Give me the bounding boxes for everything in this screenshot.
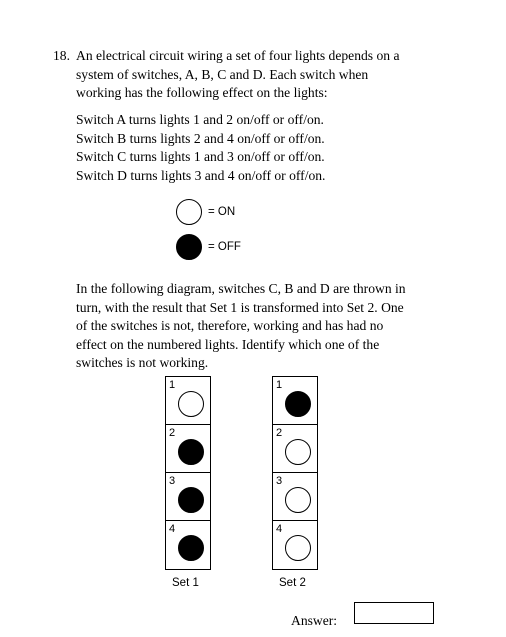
body-line: effect on the numbered lights. Identify …	[76, 336, 380, 352]
light-number: 4	[169, 523, 176, 535]
answer-label: Answer:	[291, 613, 338, 628]
light-icon	[178, 535, 204, 561]
light-number: 1	[276, 379, 283, 391]
light-number: 4	[276, 523, 283, 535]
switch-rules: Switch A turns lights 1 and 2 on/off or …	[76, 111, 446, 185]
body-line: switches is not working.	[76, 355, 209, 370]
light-cell: 2	[166, 425, 210, 473]
legend-off: = OFF	[176, 234, 241, 260]
light-icon	[178, 391, 204, 417]
question-body: In the following diagram, switches C, B …	[76, 280, 438, 373]
light-cell: 4	[166, 521, 210, 569]
intro-line: An electrical circuit wiring a set of fo…	[76, 48, 400, 63]
intro-line: system of switches, A, B, C and D. Each …	[76, 66, 369, 82]
switch-rule-a: Switch A turns lights 1 and 2 on/off or …	[76, 112, 324, 127]
question-intro: An electrical circuit wiring a set of fo…	[76, 47, 446, 103]
body-line: turn, with the result that Set 1 is tran…	[76, 299, 404, 315]
light-cell: 1	[166, 377, 210, 425]
light-icon	[285, 439, 311, 465]
light-icon	[285, 391, 311, 417]
light-set-1: 1 2 3 4	[165, 376, 211, 570]
light-icon	[285, 535, 311, 561]
light-number: 3	[276, 475, 283, 487]
light-icon	[178, 487, 204, 513]
light-number: 2	[276, 427, 283, 439]
switch-rule-b: Switch B turns lights 2 and 4 on/off or …	[76, 130, 325, 146]
light-number: 2	[169, 427, 176, 439]
light-cell: 1	[273, 377, 317, 425]
set-1-label: Set 1	[172, 577, 199, 589]
light-off-icon	[176, 234, 202, 260]
light-icon	[285, 487, 311, 513]
legend-on-label: = ON	[208, 206, 236, 218]
light-number: 3	[169, 475, 176, 487]
body-line: of the switches is not, therefore, worki…	[76, 318, 384, 333]
answer-box[interactable]	[354, 602, 434, 624]
light-icon	[178, 439, 204, 465]
intro-line: working has the following effect on the …	[76, 85, 328, 100]
light-cell: 4	[273, 521, 317, 569]
switch-rule-c: Switch C turns lights 1 and 3 on/off or …	[76, 149, 325, 164]
set-2-label: Set 2	[279, 577, 306, 589]
light-cell: 3	[273, 473, 317, 521]
light-set-2: 1 2 3 4	[272, 376, 318, 570]
light-number: 1	[169, 379, 176, 391]
legend-on: = ON	[176, 199, 235, 225]
body-line: In the following diagram, switches C, B …	[76, 281, 406, 296]
light-cell: 3	[166, 473, 210, 521]
light-cell: 2	[273, 425, 317, 473]
question-number: 18.	[53, 48, 70, 63]
legend-off-label: = OFF	[208, 241, 241, 253]
switch-rule-d: Switch D turns lights 3 and 4 on/off or …	[76, 167, 326, 183]
light-on-icon	[176, 199, 202, 225]
